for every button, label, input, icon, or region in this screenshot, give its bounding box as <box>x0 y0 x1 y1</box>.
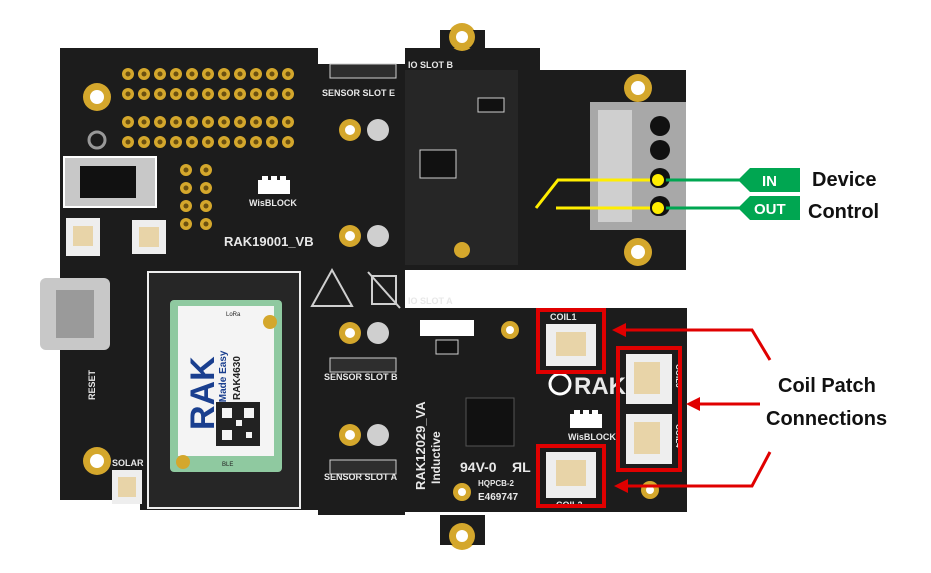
core-ble: BLE <box>222 462 233 468</box>
io-slot-a-label: IO SLOT A <box>408 296 453 306</box>
arrow-coil2 <box>624 451 772 488</box>
out-tag <box>738 196 800 220</box>
rak12029-module: RAK WisBLOCK RAK12029_VA Inductive 94V-0… <box>405 308 687 512</box>
core-model: RAK4630 <box>232 356 243 400</box>
core-tagline: IoT Made Easy <box>218 350 229 420</box>
module-wisblock-label: WisBLOCK <box>568 432 616 442</box>
module-name: RAK12029_VA <box>413 401 428 490</box>
device-control-wires: IN OUT <box>534 168 800 220</box>
header-pins-top <box>122 68 294 100</box>
hqpcb-label: HQPCB-2 <box>478 479 515 488</box>
coil-patch-label-line2: Connections <box>766 408 887 430</box>
io-slot-b-label: IO SLOT B <box>408 60 454 70</box>
header-pins-side <box>180 164 212 230</box>
io-slot-b-module <box>405 70 518 265</box>
sensor-slot-e-label: SENSOR SLOT E <box>322 88 395 98</box>
wisblock-label: WisBLOCK <box>249 198 297 208</box>
coil-patch-label-line1: Coil Patch <box>778 375 876 397</box>
device-control-label-line2: Control <box>808 201 879 223</box>
reset-label: RESET <box>87 369 97 400</box>
in-tag <box>738 168 800 192</box>
base-board-name: RAK19001_VB <box>224 234 314 249</box>
rak4630-core-module: RAK IoT Made Easy RAK4630 LoRa BLE <box>147 271 301 509</box>
core-lora: LoRa <box>226 312 241 318</box>
antenna-connector <box>263 315 277 329</box>
in-tag-text: IN <box>762 173 777 190</box>
ul-mark: ЯL <box>512 459 531 475</box>
arrow-coil1 <box>622 328 772 361</box>
solar-label: SOLAR <box>112 458 144 468</box>
sensor-slot-a-label: SENSOR SLOT A <box>324 472 398 482</box>
wire-in-yellow <box>534 178 658 209</box>
coil1-label: COIL1 <box>550 312 577 322</box>
gear-icon <box>87 130 107 150</box>
coil-arrows <box>612 323 772 493</box>
sensor-slot-b-label: SENSOR SLOT B <box>324 372 398 382</box>
warning-icon <box>310 267 354 307</box>
coil2-highlight <box>536 444 606 508</box>
recycle-bin-icon <box>371 275 397 305</box>
out-tag-text: OUT <box>754 201 786 218</box>
core-brand: RAK <box>184 356 222 430</box>
terminal-block-board <box>518 70 686 270</box>
coil3-4-highlight <box>616 346 682 472</box>
device-control-label-line1: Device <box>812 169 877 191</box>
module-subtitle: Inductive <box>429 431 443 484</box>
coil1-highlight <box>536 308 606 374</box>
rating-label: 94V-0 <box>460 459 497 475</box>
header-pins-mid <box>122 116 294 148</box>
coil-highlights <box>536 308 682 508</box>
cert-label: E469747 <box>478 492 518 503</box>
